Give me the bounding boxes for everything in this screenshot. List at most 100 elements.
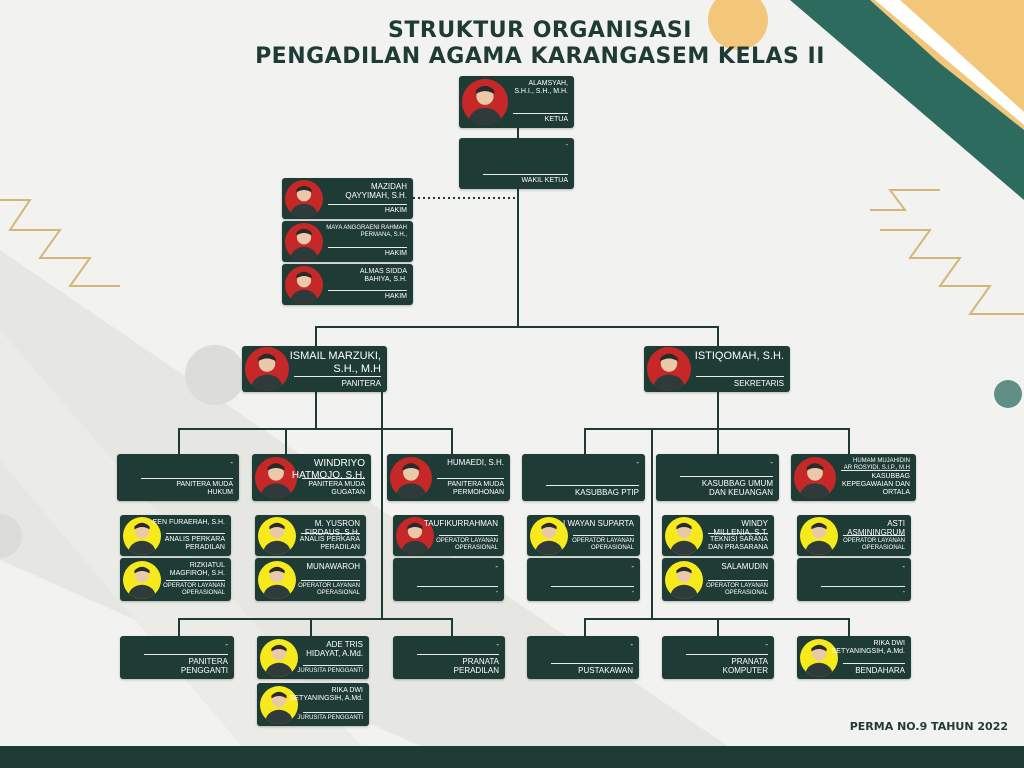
chart-title-line1: STRUKTUR ORGANISASI <box>388 18 692 43</box>
name-divider <box>328 247 407 248</box>
name-divider <box>680 476 773 477</box>
position-box: -KASUBBAG UMUM DAN KEUANGAN <box>656 454 779 501</box>
position-title: OPERATOR LAYANAN OPERASIONAL <box>572 538 634 552</box>
name-divider <box>843 535 905 536</box>
person-name: MAYA ANGGRAENI RAHMAH PERMANA, S.H., <box>326 225 407 238</box>
name-divider <box>303 665 363 666</box>
person-name: SALAMUDIN <box>721 562 768 571</box>
name-divider <box>708 533 768 534</box>
name-divider <box>144 654 228 655</box>
position-title: BENDAHARA <box>855 665 905 675</box>
person-photo-icon <box>794 457 836 499</box>
deco-gold-circle <box>708 0 768 50</box>
connector-segment <box>848 428 850 454</box>
person-name: - <box>230 458 233 467</box>
person-photo-icon <box>285 180 323 218</box>
position-title: KASUBBAG KEPEGAWAIAN DAN ORTALA <box>842 472 910 496</box>
position-box: -- <box>797 558 911 601</box>
person-name: ASTI ASMININGRUM <box>847 519 905 538</box>
connector-segment <box>584 618 849 620</box>
position-title: OPERATOR LAYANAN OPERASIONAL <box>163 583 225 597</box>
perma-footnote: PERMA NO.9 TAHUN 2022 <box>849 720 1008 733</box>
position-title: PUSTAKAWAN <box>578 665 633 675</box>
position-title: KASUBBAG PTIP <box>574 487 639 497</box>
person-name: - <box>496 640 499 649</box>
person-photo-icon <box>665 561 703 599</box>
connector-segment <box>584 618 586 636</box>
name-divider <box>843 663 905 664</box>
position-box: MAZIDAH QAYYIMAH, S.H. HAKIM <box>282 178 413 219</box>
person-name: - <box>225 640 228 649</box>
name-divider <box>328 290 407 291</box>
connector-segment <box>178 428 180 454</box>
deco-zigzag-left <box>0 199 120 287</box>
person-photo-icon <box>390 457 432 499</box>
position-title: HAKIM <box>384 206 407 214</box>
position-box: ALMAS SIDDA BAHIYA, S.H. HAKIM <box>282 264 413 305</box>
deco-corner-stripe <box>820 0 1024 175</box>
name-divider <box>483 174 568 175</box>
connector-segment <box>651 428 653 618</box>
position-title: HAKIM <box>384 249 407 257</box>
position-box: -PUSTAKAWAN <box>527 636 639 679</box>
connector-segment <box>178 428 451 430</box>
position-title: PRANATA PERADILAN <box>453 656 499 675</box>
connector-segment <box>315 326 719 328</box>
connector-segment <box>451 428 453 454</box>
position-title: WAKIL KETUA <box>521 176 568 184</box>
position-title: PANITERA MUDA GUGATAN <box>308 480 365 496</box>
person-name: WINDRIYO HATMOJO, S.H. <box>291 458 365 481</box>
position-title: JURUSITA PENGGANTI <box>297 715 363 722</box>
footer-bar <box>0 746 1024 768</box>
connector-segment <box>178 618 180 636</box>
position-title: - <box>902 588 905 596</box>
person-name: - <box>902 562 905 571</box>
connector-segment <box>584 428 849 430</box>
connector-segment <box>381 392 383 618</box>
person-name: M. YUSRON FIRDAUS, S.H. <box>305 519 360 537</box>
position-box: WINDRIYO HATMOJO, S.H.PANITERA MUDA GUGA… <box>252 454 371 501</box>
position-box: - PRANATA PERADILAN <box>393 636 505 679</box>
position-box: HUMAEDI, S.H. PANITERA MUDA PERMOHONAN <box>387 454 510 501</box>
position-title: PANITERA PENGGANTI <box>180 656 228 675</box>
person-name: HUMAEDI, S.H. <box>447 458 504 467</box>
position-title: PANITERA MUDA PERMOHONAN <box>447 480 504 496</box>
person-photo-icon <box>647 347 691 391</box>
person-name: RIKA DWI SETYANINGSIH, A.Md. <box>831 640 905 656</box>
deco-grey-circle-bottom <box>0 514 22 558</box>
position-title: KETUA <box>544 115 568 123</box>
connector-segment <box>717 326 719 346</box>
person-photo-icon <box>123 561 161 599</box>
position-title: TEKNISI SARANA DAN PRASARANA <box>708 535 768 551</box>
person-name: MAZIDAH QAYYIMAH, S.H. <box>345 182 407 201</box>
name-divider <box>821 586 905 587</box>
position-box: -PRANATA KOMPUTER <box>662 636 774 679</box>
person-name: RIZKIATUL MAGFIROH, S.H. <box>169 562 225 578</box>
position-title: HAKIM <box>384 292 407 300</box>
deco-grey-circle-left <box>185 345 245 405</box>
person-name: ALMAS SIDDA BAHIYA, S.H. <box>359 268 407 284</box>
person-photo-icon <box>462 79 508 125</box>
person-photo-icon <box>285 223 323 261</box>
position-title: OPERATOR LAYANAN OPERASIONAL <box>706 583 768 597</box>
name-divider <box>294 376 381 377</box>
position-title: OPERATOR LAYANAN OPERASIONAL <box>843 538 905 552</box>
person-name: ISTIQOMAH, S.H. <box>694 350 784 362</box>
deco-zigzag-right-2 <box>870 189 940 211</box>
person-photo-icon <box>260 639 298 677</box>
person-photo-icon <box>260 686 298 724</box>
name-divider <box>166 580 225 581</box>
connector-segment <box>178 618 451 620</box>
position-title: PANITERA MUDA HUKUM <box>176 480 233 496</box>
person-name: MUNAWAROH <box>306 562 360 571</box>
connector-segment <box>848 618 850 636</box>
person-photo-icon <box>255 457 297 499</box>
person-name: HUMAM MUJAHIDIN AR ROSYIDI, S.I.P., M.H <box>843 458 910 471</box>
connector-segment <box>451 618 453 636</box>
